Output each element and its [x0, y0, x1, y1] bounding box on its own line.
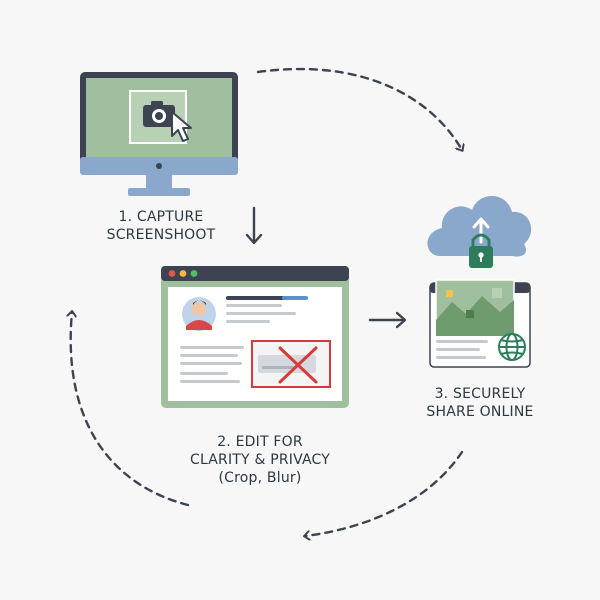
step-share-line-2: SHARE ONLINE [426, 404, 534, 420]
arrow-down-icon [245, 206, 263, 245]
step-capture-label: 1. CAPTURE SCREENSHOOT [96, 208, 226, 244]
cursor-icon [171, 111, 192, 142]
step-edit-line-3: (Crop, Blur) [218, 470, 302, 486]
cycle-arrow-icon [71, 67, 464, 536]
dashed-arrow-capture-to-share [256, 67, 462, 150]
upload-arrow-icon [472, 217, 490, 244]
redacted-card [251, 340, 331, 388]
step-edit-line-2: CLARITY & PRIVACY [189, 452, 331, 468]
monitor-stand [128, 188, 190, 196]
step-capture-line-1: 1. CAPTURE [118, 209, 204, 225]
step-edit-label: 2. EDIT FOR CLARITY & PRIVACY (Crop, Blu… [170, 433, 350, 487]
browser-titlebar [161, 266, 349, 281]
monitor-icon [80, 72, 238, 196]
step-share-label: 3. SECURELY SHARE ONLINE [410, 385, 550, 421]
globe-icon [498, 333, 526, 361]
lock-icon [469, 233, 493, 268]
window-close-dot [168, 270, 176, 277]
dashed-arrow-edit-to-capture [71, 312, 190, 507]
step-edit-line-1: 2. EDIT FOR [217, 434, 303, 450]
window-maximize-dot [190, 270, 198, 277]
camera-icon [143, 101, 175, 127]
dashed-arrow-share-to-edit [305, 450, 464, 536]
redact-x-icon [278, 346, 318, 384]
monitor-power-dot [156, 163, 162, 169]
monitor-neck [146, 175, 172, 189]
arrow-right-icon [368, 311, 407, 329]
image-icon [435, 279, 515, 337]
browser-window-icon [161, 266, 349, 408]
profile-text-lines [180, 296, 308, 383]
cloud-icon [427, 196, 532, 257]
avatar-icon [182, 297, 216, 331]
window-minimize-dot [179, 270, 187, 277]
step-share-line-1: 3. SECURELY [434, 386, 526, 402]
step-capture-line-2: SCREENSHOOT [106, 227, 216, 243]
